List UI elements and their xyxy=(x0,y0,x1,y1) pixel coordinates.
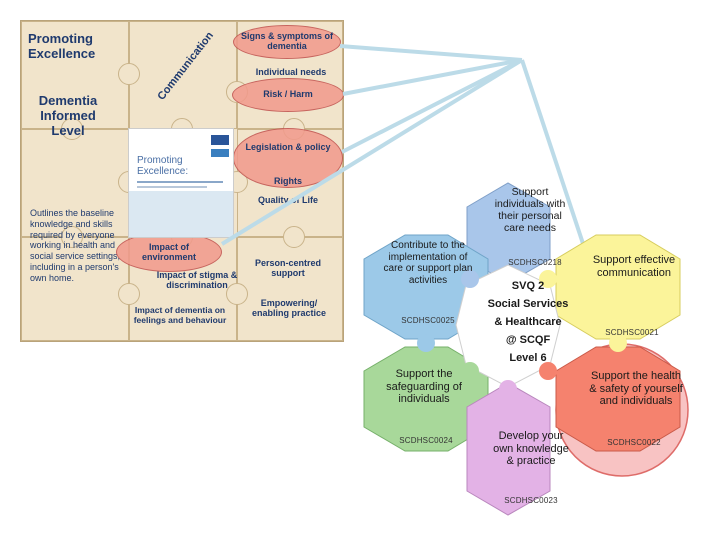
puzzle-piece xyxy=(21,21,129,129)
health-safety-code: SCDHSC0022 xyxy=(607,438,661,447)
impact-stigma-label: Impact of stigma & discrimination xyxy=(156,270,238,291)
puzzle-nub xyxy=(461,270,479,288)
document-rule xyxy=(137,181,223,183)
svq-subtitle-2: & Healthcare xyxy=(494,316,562,328)
puzzle-knob xyxy=(61,118,83,140)
care-plan-label: Contribute to the implementation of care… xyxy=(383,240,473,286)
nhs-logo xyxy=(211,135,229,145)
puzzle-knob xyxy=(226,283,248,305)
svq-subtitle: Social Services xyxy=(487,298,569,310)
knowledge-code: SCDHSC0023 xyxy=(504,496,558,505)
svq-level: Level 6 xyxy=(509,352,547,364)
puzzle-knob xyxy=(118,63,140,85)
quality-of-life-label: Quality of Life xyxy=(257,195,318,205)
puzzle-nub xyxy=(417,334,435,352)
legislation-label: Legislation & policy xyxy=(245,142,331,152)
knowledge-label: Develop your own knowledge & practice xyxy=(493,430,569,468)
person-centred-label: Person-centred support xyxy=(254,258,322,279)
puzzle-knob xyxy=(283,226,305,248)
connector-line xyxy=(220,58,524,246)
svq-scqf: @ SCQF xyxy=(505,334,551,346)
puzzle-knob xyxy=(118,283,140,305)
puzzle-knob xyxy=(61,226,83,248)
sssc-logo xyxy=(211,149,229,157)
connector-line xyxy=(339,44,523,62)
document-rule xyxy=(137,186,207,188)
connector-line xyxy=(341,58,523,154)
hex-communication xyxy=(555,234,681,340)
rights-label: Rights xyxy=(274,176,302,186)
document-banner xyxy=(129,191,233,237)
dementia-level-title: Dementia Informed Level xyxy=(38,93,98,138)
connector-line xyxy=(342,58,523,96)
personal-care-code: SCDHSC0218 xyxy=(508,258,562,267)
signs-symptoms-label: Signs & symptoms of dementia xyxy=(240,31,333,52)
promoting-excellence-title: Promoting Excellence xyxy=(28,31,96,61)
highlight-oval xyxy=(233,25,341,59)
safeguarding-label: Support the safeguarding of individuals xyxy=(386,368,462,406)
impact-environment-label: Impact of environment xyxy=(141,242,196,263)
document-cover-image: Promoting Excellence: xyxy=(128,128,234,238)
highlight-oval xyxy=(232,78,344,112)
individual-needs-label: Individual needs xyxy=(255,67,327,77)
puzzle-piece xyxy=(21,129,129,237)
impact-feelings-label: Impact of dementia on feelings and behav… xyxy=(133,305,227,325)
puzzle-nub xyxy=(539,362,557,380)
health-safety-label: Support the health & safety of yourself … xyxy=(589,370,683,408)
communication-hex-label: Support effective communication xyxy=(592,254,676,279)
puzzle-piece xyxy=(21,237,129,341)
svq-title: SVQ 2 xyxy=(511,280,545,292)
risk-harm-label: Risk / Harm xyxy=(263,89,313,99)
puzzle-nub xyxy=(609,334,627,352)
safeguarding-code: SCDHSC0024 xyxy=(399,436,453,445)
level-description: Outlines the baseline knowledge and skil… xyxy=(30,208,121,283)
personal-care-label: Support individuals with their personal … xyxy=(494,186,566,235)
communication-code: SCDHSC0021 xyxy=(605,328,659,337)
document-title: Promoting Excellence: xyxy=(137,155,189,177)
puzzle-nub xyxy=(461,362,479,380)
puzzle-nub xyxy=(499,380,517,398)
highlight-oval xyxy=(233,128,343,188)
care-plan-code: SCDHSC0025 xyxy=(401,316,455,325)
empowering-label: Empowering/ enabling practice xyxy=(251,298,327,319)
puzzle-nub xyxy=(539,270,557,288)
hex-diagram xyxy=(363,182,689,516)
